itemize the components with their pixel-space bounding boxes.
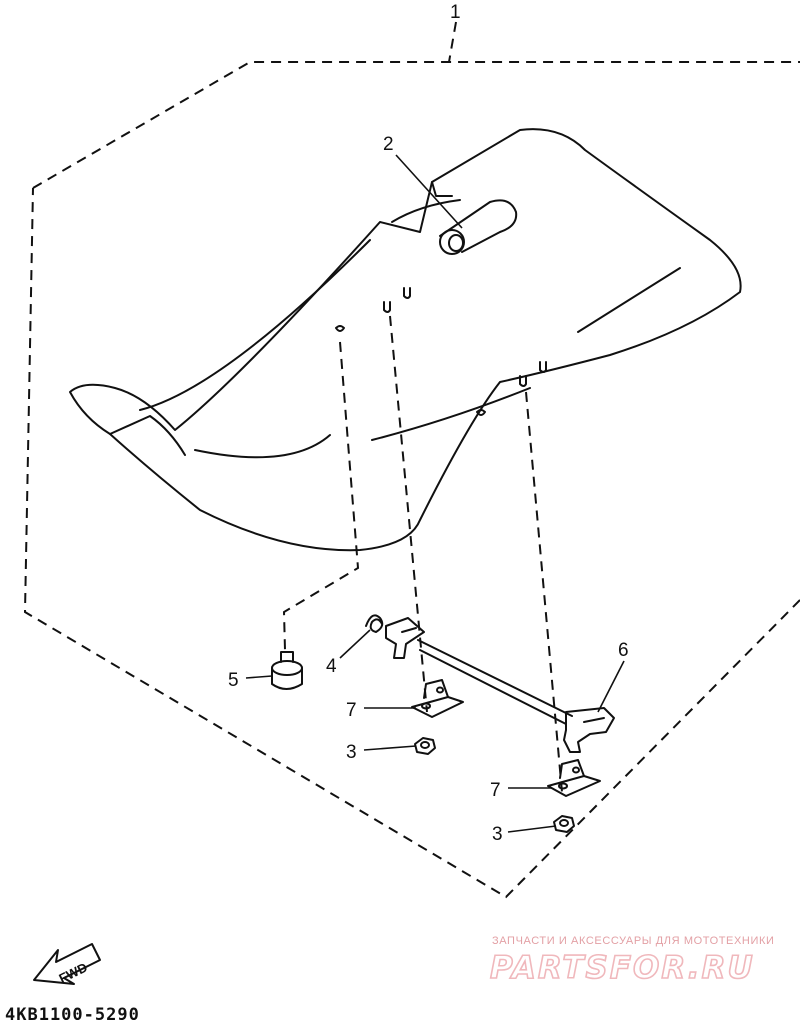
seat-mount-holes: [335, 287, 547, 416]
part-4-spring: [365, 614, 384, 633]
callout-2-leader: [395, 154, 463, 229]
part-5-damper: [271, 651, 303, 690]
callout-7a: 7: [346, 700, 357, 721]
part-2-bushing: [439, 199, 518, 255]
fwd-arrow-icon: FWD: [33, 943, 101, 986]
callout-3a-leader: [363, 745, 417, 751]
part-3-nut-a: [414, 737, 436, 755]
part-7-bracket-b: [547, 759, 601, 797]
part-6-seat-lock: [385, 617, 615, 753]
assembly-boundary: [23, 61, 800, 899]
callout-4: 4: [326, 656, 337, 677]
callout-1: 1: [450, 2, 461, 23]
callout-3a: 3: [346, 742, 357, 763]
callout-3b-leader: [507, 825, 557, 833]
callout-7b: 7: [490, 780, 501, 801]
projection-line-7b: [525, 391, 563, 793]
watermark-brand: PARTSFOR.RU: [490, 950, 755, 986]
seat: [69, 128, 742, 552]
callout-4-leader: [339, 629, 371, 659]
callout-3b: 3: [492, 824, 503, 845]
part-code: 4KB1100-5290: [5, 1005, 140, 1025]
callout-2: 2: [383, 134, 394, 155]
part-7-bracket-a: [411, 679, 464, 718]
callout-1-leader: [448, 21, 457, 63]
callout-6: 6: [618, 640, 629, 661]
part-3-nut-b: [553, 815, 575, 833]
callout-5: 5: [228, 670, 239, 691]
projection-line-7a: [389, 315, 428, 713]
watermark-top: ЗАПЧАСТИ И АКСЕССУАРЫ ДЛЯ МОТОТЕХНИКИ: [492, 935, 774, 947]
projection-line-5: [282, 341, 360, 651]
callout-6-leader: [597, 660, 625, 713]
fwd-label: FWD: [57, 960, 90, 986]
callout-5-leader: [245, 675, 273, 679]
